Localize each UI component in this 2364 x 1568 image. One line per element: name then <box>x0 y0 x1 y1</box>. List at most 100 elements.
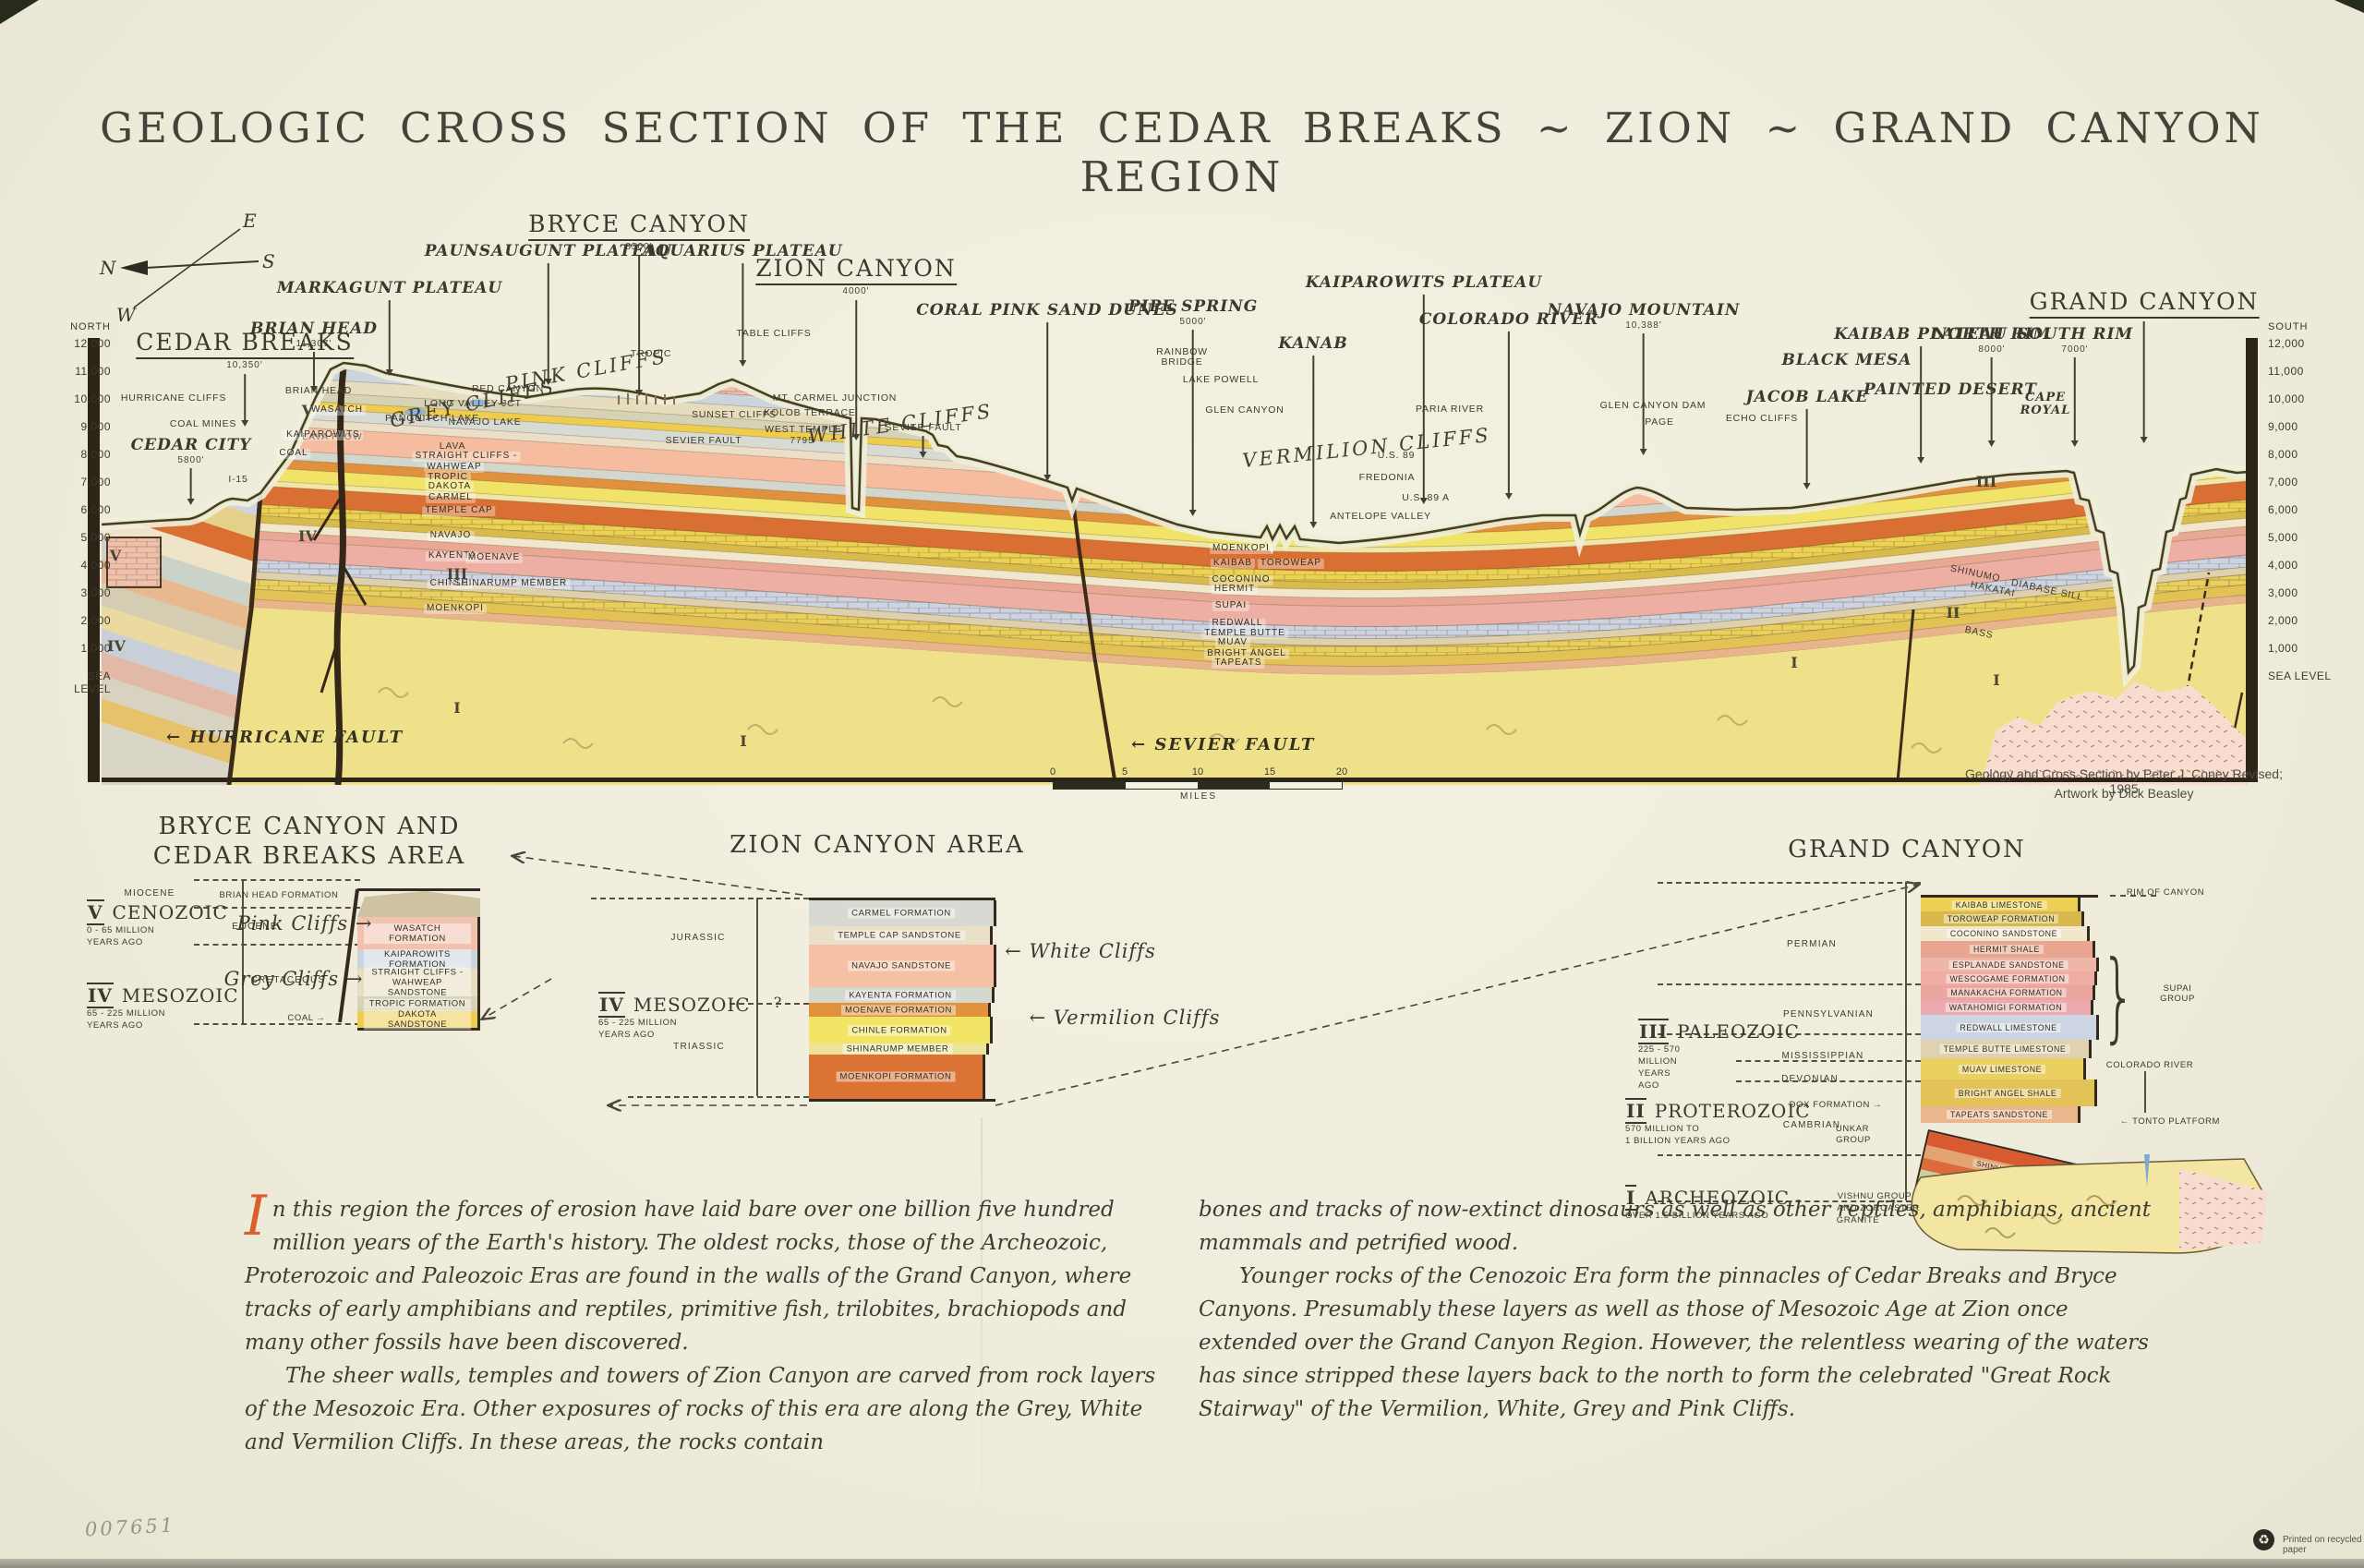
inset-layer: MOENAVE FORMATION <box>809 1003 991 1017</box>
inset-annotation: Pink Cliffs → <box>236 912 373 935</box>
formation-label: MOENAVE <box>464 552 524 563</box>
formation-label: CARMEL <box>426 492 476 503</box>
divider <box>1658 882 1921 884</box>
numeral-label: II <box>1946 604 1960 621</box>
place-label: SEVIER FAULT <box>665 435 742 446</box>
colorado-river-arrow <box>2144 1071 2146 1113</box>
period-label: TRIASSIC <box>673 1042 725 1052</box>
formation-label: BRIGHT ANGEL <box>1204 648 1289 659</box>
era-divider <box>194 944 360 946</box>
period-label: CRETACEOUS <box>250 975 326 985</box>
place-label: HURRICANE CLIFFS <box>120 392 227 404</box>
place-label: GLEN CANYON <box>1205 404 1285 416</box>
scale-tick: 15 <box>1263 766 1276 778</box>
scale-tick: 20 <box>1335 766 1348 778</box>
divider <box>591 898 809 899</box>
inset-annotation: COAL → <box>287 1013 326 1023</box>
inset-bryce-cedar: BRYCE CANYON AND CEDAR BREAKS AREA WASAT… <box>74 813 573 1099</box>
numeral-label: I <box>1993 671 2000 689</box>
formation-label: TOROWEAP <box>1257 558 1325 569</box>
fault-label: ← SEVIER FAULT <box>1131 735 1316 754</box>
formation-label: TEMPLE CAP <box>422 505 496 516</box>
compass-w: W <box>116 304 137 326</box>
formation-label: REDWALL <box>1209 618 1266 629</box>
axis-tick: 5,000 <box>80 531 111 544</box>
inset-title2: CEDAR BREAKS AREA <box>152 842 466 870</box>
axis-tick: 6,000 <box>80 503 111 516</box>
axis-tick: 2,000 <box>80 614 111 627</box>
axis-tick: 5,000 <box>2268 531 2298 544</box>
place-label: COAL MINES <box>169 418 237 429</box>
inset-layer: COCONINO SANDSTONE <box>1921 926 2090 941</box>
place-label: BLACK MESA <box>1781 351 1912 369</box>
axis-tick: 1,000 <box>2268 642 2298 655</box>
paragraph: Younger rocks of the Cenozoic Era form t… <box>1199 1264 2149 1421</box>
formation-label: MOENKOPI <box>424 603 487 614</box>
inset-layer: MOENKOPI FORMATION <box>809 1055 985 1099</box>
paragraph: bones and tracks of now-extinct dinosaur… <box>1199 1198 2151 1255</box>
era-span-line <box>756 898 758 1096</box>
era-divider <box>194 1023 360 1025</box>
left-axis-bar <box>88 338 100 782</box>
compass-e: E <box>242 211 257 232</box>
scan-edge-bottom <box>0 1559 2364 1568</box>
place-label: COLORADO RIVER <box>1419 311 1598 498</box>
inset-layer: TAPEATS SANDSTONE <box>1921 1106 2081 1123</box>
axis-tick: 10,000 <box>74 392 111 405</box>
formation-label: MOENKOPI <box>1210 543 1272 554</box>
formation-label: TROPIC <box>425 472 471 483</box>
inset-layer: WASATCH FORMATION <box>357 917 480 950</box>
era-span-line <box>1905 882 1907 1200</box>
plate-number: 007651 <box>84 1514 176 1541</box>
recycle-note: Printed on recycled paper <box>2283 1535 2362 1555</box>
formation-label: SUPAI <box>1212 600 1250 611</box>
inset-annotation: SUPAI GROUP <box>2160 983 2195 1004</box>
era-divider <box>194 879 360 881</box>
place-label: ECHO CLIFFS <box>1725 413 1799 424</box>
inset-annotation: GRANITE <box>1836 1215 1880 1225</box>
supai-bracket: } <box>2101 940 2137 1055</box>
inset-layer: WESCOGAME FORMATION <box>1921 971 2097 985</box>
inset-annotation: BRIAN HEAD FORMATION <box>219 890 339 900</box>
inset-layer: MUAV LIMESTONE <box>1921 1058 2086 1080</box>
place-label: RED CANYON <box>471 383 545 394</box>
place-label: I-15 <box>228 474 248 485</box>
divider <box>1658 1200 1921 1202</box>
axis-tick: 4,000 <box>2268 559 2298 572</box>
axis-tick: 7,000 <box>2268 476 2298 488</box>
divider <box>1658 1154 1921 1156</box>
place-label: PANGUITCH LAKE <box>384 413 480 424</box>
formation-label: TAPEATS <box>1212 657 1265 669</box>
place-label: GLEN CANYON DAM <box>1599 400 1707 411</box>
axis-tick: 3,000 <box>80 586 111 599</box>
place-label: TABLE CLIFFS <box>736 328 812 339</box>
place-label: JACOB LAKE <box>1746 389 1869 488</box>
scale-unit: MILES <box>1179 791 1217 802</box>
place-label: GRAND CANYON <box>2029 289 2260 442</box>
axis-tick: 3,000 <box>2268 586 2298 599</box>
place-label: PARIA RIVER <box>1416 404 1484 415</box>
inset-layer: WATAHOMIGI FORMATION <box>1921 1000 2093 1015</box>
place-label: SEVIER FAULT <box>886 422 962 457</box>
axis-tick: 12,000 <box>2268 337 2305 350</box>
formation-label: STRAIGHT CLIFFS - <box>412 451 521 462</box>
place-label: MARKAGUNT PLATEAU <box>277 280 502 374</box>
numeral-label: V <box>109 547 122 564</box>
rim-leader <box>2110 895 2156 897</box>
place-label: MT. CARMEL JUNCTION <box>772 392 898 404</box>
numeral-label: III <box>446 565 468 583</box>
inset-layer: KAYENTA FORMATION <box>809 987 995 1003</box>
inset-annotation: AND ZOROASTER <box>1837 1203 1920 1213</box>
numeral-label: III <box>1975 473 1997 490</box>
